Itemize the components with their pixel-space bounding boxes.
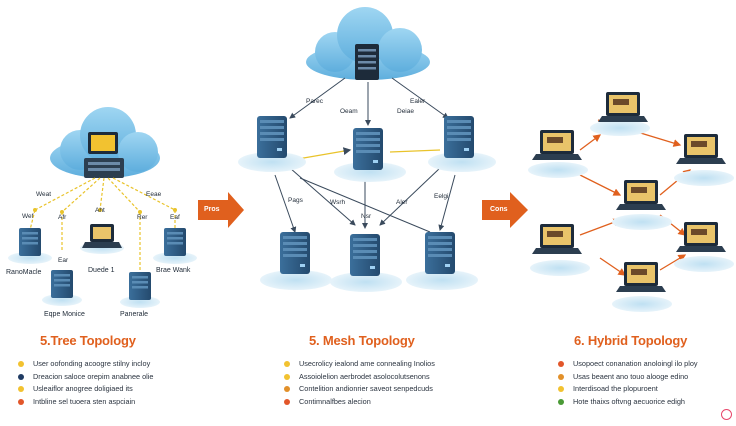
mesh-label: Nsr (361, 213, 372, 220)
mesh-links-lower (274, 167, 456, 233)
mesh-label: Eelgi (434, 193, 448, 200)
hybrid-laptop-icon (532, 224, 582, 254)
bullet-dot-icon (18, 373, 24, 380)
mesh-server-top-left-icon (257, 116, 287, 158)
mesh-label: Oeam (340, 108, 358, 115)
cons-arrow-label: Cons (490, 206, 508, 213)
tree-topology: Weat Eeae Wef Afr Aht Rer Eaf Ear RanoMa… (6, 107, 197, 318)
mesh-label: Pags (288, 197, 304, 204)
tree-server-bottom-right-icon (129, 272, 151, 300)
hybrid-bullet: Hote thaixs oftvng aecuorice edigh (558, 396, 698, 409)
hybrid-bullet: Usas beaent ano touo alooge edino (558, 371, 698, 384)
mesh-bullet: Assoiolelion aerbrodet asolocolutsenons (284, 371, 435, 384)
tree-bullet-list: User oofonding acoogre stilny incloy Dre… (18, 358, 153, 408)
mesh-topology: Parec Oeam Ealer Deiae Pags Wsrh Nsr Ale… (238, 7, 496, 292)
bullet-dot-icon (284, 361, 290, 367)
tree-label: Aht (95, 207, 105, 214)
tree-label: Ear (58, 257, 69, 264)
mesh-cloud-server-icon (355, 44, 379, 80)
tree-links (29, 177, 176, 290)
tree-device-label: Panerale (120, 311, 148, 318)
tree-label: Afr (58, 214, 67, 221)
mesh-bullet: Contelition andionrier saveot senpedcuds (284, 383, 435, 396)
cons-arrow (482, 192, 528, 228)
tree-bullet: Usleaiflor anogree doligiaed its (18, 383, 153, 396)
mesh-links-cloud (289, 77, 449, 126)
mesh-bullet-list: Usecrolicy iealond ame connealing Inolio… (284, 358, 435, 408)
tree-label: Eaf (170, 214, 180, 221)
mesh-server-center-icon (353, 128, 383, 170)
hybrid-topology-title: 6. Hybrid Topology (574, 333, 688, 348)
hybrid-laptop-icon (676, 222, 726, 252)
mesh-label: Aler (396, 199, 408, 206)
mesh-server-bottom-right-icon (425, 232, 455, 274)
mesh-server-bottom-center-icon (350, 234, 380, 276)
hybrid-laptop-icon (616, 180, 666, 210)
bullet-dot-icon (284, 386, 290, 392)
hybrid-laptop-icon (616, 262, 666, 292)
bullet-dot-icon (18, 398, 24, 405)
tree-link-nodes (33, 208, 177, 214)
tree-device-label: Eqpe Monice (44, 311, 85, 318)
tree-device-label: RanoMacle (6, 269, 42, 276)
tree-server-bottom-left-icon (51, 270, 73, 298)
tree-server-right-icon (164, 228, 186, 256)
corner-badge-icon (721, 409, 732, 420)
tree-bullet: User oofonding acoogre stilny incloy (18, 358, 153, 371)
tree-label: Weat (36, 191, 51, 198)
bullet-dot-icon (284, 373, 290, 380)
mesh-bullet: Contimnalfbes alecion (284, 396, 435, 409)
mesh-label: Wsrh (330, 199, 346, 206)
mesh-label: Deiae (397, 108, 414, 115)
tree-laptop-center-icon (82, 224, 122, 248)
tree-device-label: Brae Wank (156, 267, 191, 274)
hybrid-bullet: Usopoect conanation anoloingl ilo ploy (558, 358, 698, 371)
tree-bullet: Intbline sel tuoera sten aspciain (18, 396, 153, 409)
tree-bullet: Dreacion saloce orepim anabnee olie (18, 371, 153, 384)
hybrid-bullet-list: Usopoect conanation anoloingl ilo ploy U… (558, 358, 698, 408)
mesh-bullet: Usecrolicy iealond ame connealing Inolio… (284, 358, 435, 371)
tree-device-label: Duede 1 (88, 267, 115, 274)
bullet-dot-icon (558, 386, 564, 392)
bullet-dot-icon (558, 373, 564, 380)
bullet-dot-icon (558, 361, 564, 367)
tree-root-computer-icon (84, 132, 124, 178)
hybrid-topology (528, 92, 734, 312)
hybrid-laptop-icon (532, 130, 582, 160)
mesh-topology-title: 5. Mesh Topology (309, 333, 415, 348)
mesh-label: Parec (306, 98, 324, 105)
mesh-server-top-right-icon (444, 116, 474, 158)
hybrid-laptop-icon (676, 134, 726, 164)
bullet-dot-icon (18, 361, 24, 367)
bullet-dot-icon (18, 386, 24, 392)
mesh-server-bottom-left-icon (280, 232, 310, 274)
pros-arrow-label: Pros (204, 206, 220, 213)
tree-label: Rer (137, 214, 148, 221)
hybrid-bullet: Interdisoad the plopuroent (558, 383, 698, 396)
hybrid-laptop-icon (598, 92, 648, 122)
bullet-dot-icon (284, 398, 290, 405)
tree-label: Eeae (146, 191, 162, 198)
tree-server-left-icon (19, 228, 41, 256)
pros-arrow (198, 192, 244, 228)
mesh-label: Ealer (410, 98, 426, 105)
tree-label: Wef (22, 213, 34, 220)
bullet-dot-icon (558, 398, 564, 405)
tree-topology-title: 5.Tree Topology (40, 333, 136, 348)
